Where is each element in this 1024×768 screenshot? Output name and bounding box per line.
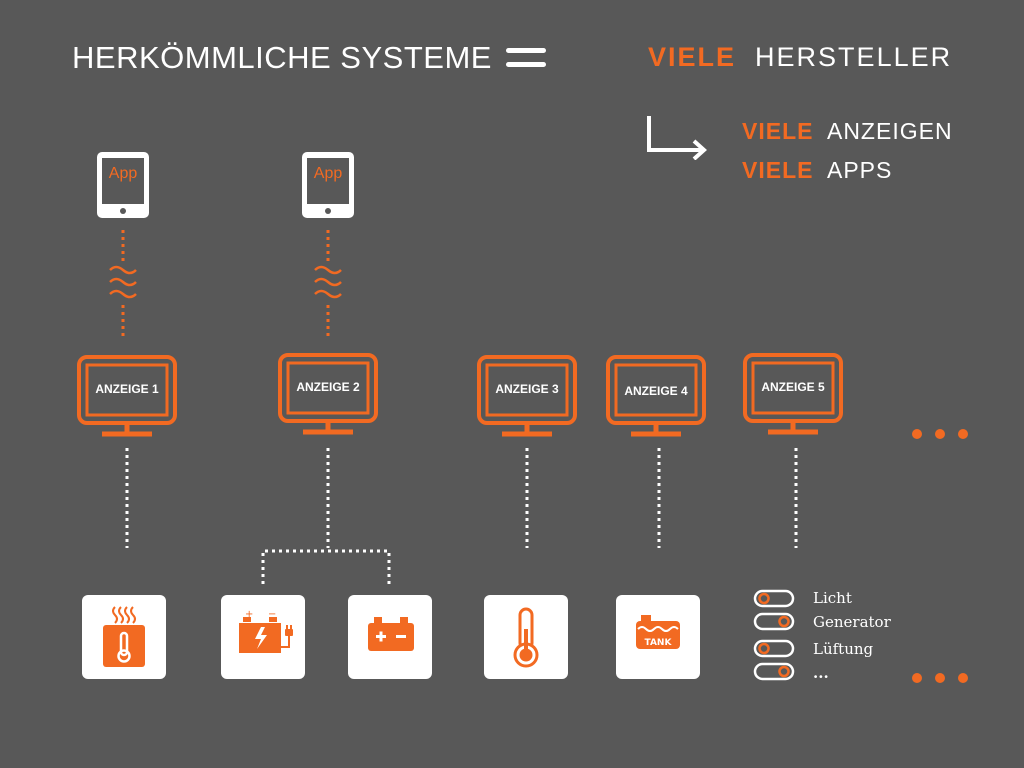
monitor-icon <box>77 355 177 437</box>
heater-icon <box>103 606 145 667</box>
monitor-icon <box>606 355 706 437</box>
toggle-switch-icon <box>753 612 795 631</box>
thermometer-tile <box>484 595 568 679</box>
page-title: HERKÖMMLICHE SYSTEME <box>72 40 492 75</box>
svg-text:−: − <box>268 609 276 620</box>
anzeigen-word: ANZEIGEN <box>826 118 953 144</box>
more-devices-ellipsis <box>912 673 968 683</box>
charger-battery-icon: + − <box>239 609 293 653</box>
viele-word: VIELE <box>742 118 814 144</box>
tank-tile: TANK <box>616 595 700 679</box>
monitor-icon <box>743 353 843 435</box>
toggle-label-licht: Licht <box>813 589 852 607</box>
toggle-label-generator: Generator <box>813 613 891 631</box>
more-monitors-ellipsis <box>912 429 968 439</box>
heater-tile <box>82 595 166 679</box>
viele-word: VIELE <box>648 42 737 72</box>
toggle-switch-icon <box>753 589 795 608</box>
tank-label: TANK <box>645 638 673 648</box>
hersteller-heading: VIELE HERSTELLER <box>648 42 952 73</box>
toggle-switch-icon <box>753 639 795 658</box>
monitor-label-1: ANZEIGE 1 <box>95 382 159 396</box>
viele-word: VIELE <box>742 157 814 183</box>
wireless-link-2 <box>314 230 342 340</box>
wired-connectors <box>125 448 798 584</box>
tablet-app-label: App <box>108 165 138 182</box>
tablet-icon <box>302 152 354 218</box>
monitor-label-3: ANZEIGE 3 <box>495 382 559 396</box>
toggle-label-lueftung: Lüftung <box>813 640 874 658</box>
thermometer-icon <box>513 607 539 668</box>
equals-icon <box>506 48 546 67</box>
toggle-label-more: ... <box>813 664 829 682</box>
battery-tile <box>348 595 432 679</box>
charger-tile: + − <box>221 595 305 679</box>
monitor-icon <box>278 353 378 435</box>
toggle-switch-icon <box>753 662 795 681</box>
anzeigen-heading: VIELE ANZEIGEN <box>742 118 953 145</box>
apps-heading: VIELE APPS <box>742 157 892 184</box>
tablet-icon <box>97 152 149 218</box>
battery-icon <box>368 617 414 651</box>
turn-arrow-icon <box>647 116 707 160</box>
tank-icon: TANK <box>636 615 680 649</box>
monitor-label-5: ANZEIGE 5 <box>761 380 825 394</box>
apps-word: APPS <box>826 157 893 183</box>
svg-text:+: + <box>245 609 253 620</box>
monitor-label-2: ANZEIGE 2 <box>296 380 360 394</box>
monitor-label-4: ANZEIGE 4 <box>624 384 688 398</box>
hersteller-word: HERSTELLER <box>755 42 953 72</box>
tablet-app-label: App <box>313 165 343 182</box>
monitor-icon <box>477 355 577 437</box>
wireless-link-1 <box>109 230 137 340</box>
